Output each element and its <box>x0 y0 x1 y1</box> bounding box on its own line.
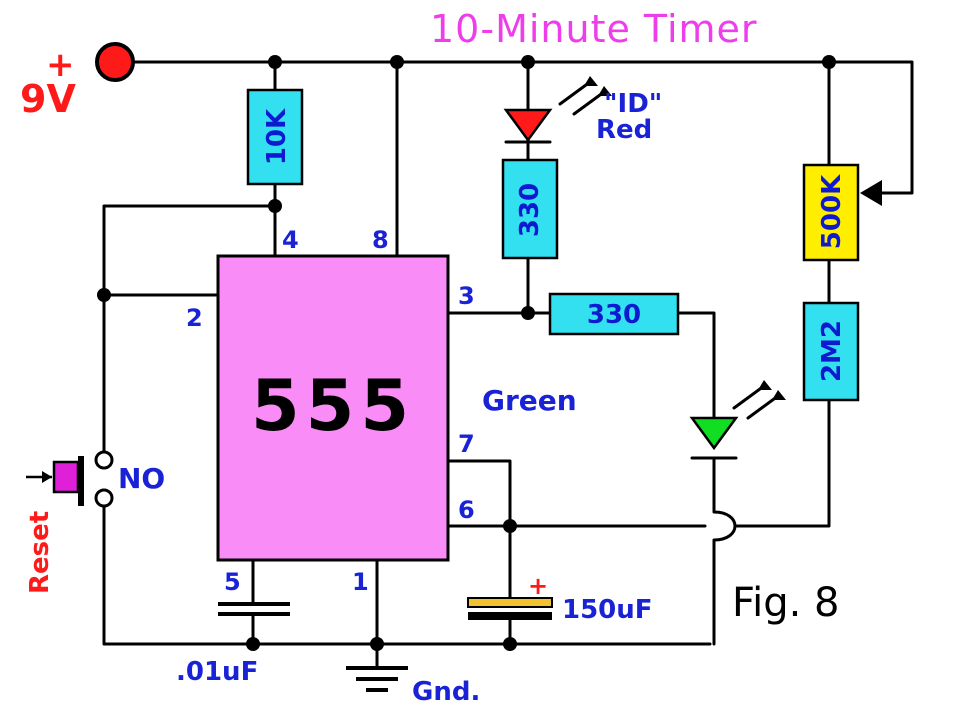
resistor-10k: 10K <box>246 88 304 186</box>
resistor-330-led: 330 <box>501 158 559 260</box>
ground-symbol: Gnd. <box>346 666 480 707</box>
red-led-label-id: "ID" <box>604 89 662 119</box>
pin-6: 6 <box>458 496 475 524</box>
green-led-icon <box>689 416 739 451</box>
switch-label: NO <box>118 462 165 495</box>
pin-8: 8 <box>372 226 389 254</box>
resistor-330-out-label: 330 <box>587 300 641 330</box>
pushbutton-icon <box>52 460 80 494</box>
capacitor-150uf: + 150uF <box>467 572 653 625</box>
pin-labels: 4 8 2 3 7 6 5 1 <box>186 226 475 596</box>
supply-voltage: 9V <box>20 77 76 121</box>
pot-500k: 500K <box>802 163 882 262</box>
capacitor-polarity: + <box>528 572 548 600</box>
pin-1: 1 <box>352 568 369 596</box>
pin-5: 5 <box>224 568 241 596</box>
figure-label: Fig. 8 <box>732 580 839 626</box>
resistor-2m2-label: 2M2 <box>817 320 847 382</box>
capacitor-150uf-label: 150uF <box>562 595 653 625</box>
chip-label: 555 <box>251 365 415 447</box>
reset-label: Reset <box>25 511 55 594</box>
green-led-label: Green <box>482 384 577 417</box>
ground-label: Gnd. <box>412 677 480 707</box>
resistor-10k-label: 10K <box>262 108 292 165</box>
resistor-2m2: 2M2 <box>802 301 860 402</box>
red-led-icon <box>503 108 553 143</box>
junctions <box>97 55 836 651</box>
chip-555: 555 <box>216 254 450 562</box>
capacitor-001uf: .01uF <box>176 602 290 687</box>
resistor-330-out: 330 <box>548 292 680 336</box>
pin-2: 2 <box>186 304 203 332</box>
red-led-label-color: Red <box>596 115 652 145</box>
capacitor-001uf-label: .01uF <box>176 657 258 687</box>
terminal-dot-icon <box>95 42 135 82</box>
pin-3: 3 <box>458 282 475 310</box>
pot-wiper-arrow-icon <box>860 180 882 206</box>
battery-terminal: + 9V <box>20 42 135 121</box>
pot-500k-label: 500K <box>817 174 847 249</box>
pin-7: 7 <box>458 430 475 458</box>
diagram-title: 10-Minute Timer <box>430 7 758 51</box>
reset-switch: NO Reset <box>25 450 165 594</box>
red-led: "ID" Red <box>503 76 662 145</box>
pin-4: 4 <box>282 226 299 254</box>
green-led: Green <box>482 380 786 460</box>
resistor-330-led-label: 330 <box>515 183 545 237</box>
supply-plus: + <box>46 45 75 85</box>
